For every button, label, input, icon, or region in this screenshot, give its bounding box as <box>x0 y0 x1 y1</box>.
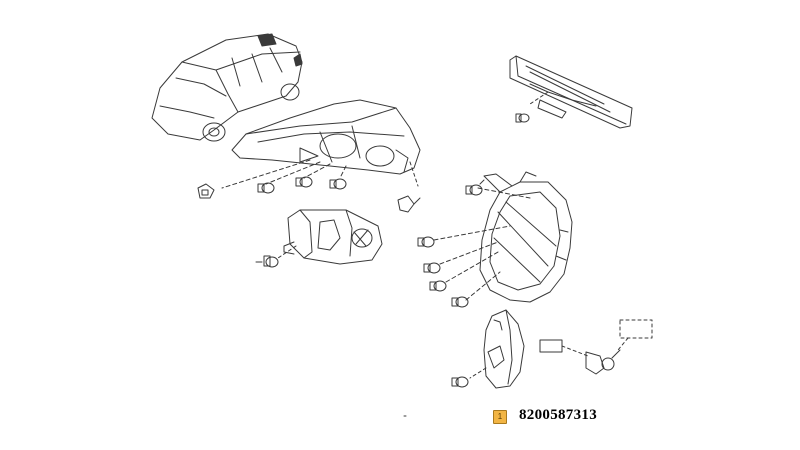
bulb-connector-detail <box>539 319 653 375</box>
car-illustration <box>151 33 303 142</box>
connector-icon <box>397 195 421 213</box>
rear-lamp-bulbs <box>197 159 421 213</box>
bulb-icon <box>257 182 275 194</box>
bulb-icon <box>429 280 447 292</box>
housing-bulbs <box>417 179 531 308</box>
part-number-label[interactable]: 8200587313 <box>519 407 597 423</box>
bulb-icon <box>465 179 485 196</box>
bulb-icon <box>585 349 621 375</box>
bulb-icon <box>451 296 469 308</box>
repeater-lamp <box>451 309 525 389</box>
fog-lamp <box>255 209 383 268</box>
rear-lamp-assembly <box>231 99 421 187</box>
bulb-icon <box>329 178 347 190</box>
bulb-icon <box>451 376 469 388</box>
bulb-icon <box>295 176 313 188</box>
part-reference-badge[interactable]: 1 <box>493 410 507 424</box>
bulb-icon <box>197 183 215 199</box>
side-lamp-housing <box>479 171 573 303</box>
third-brake-light <box>509 55 633 129</box>
bulb-icon <box>423 262 441 274</box>
bulb-icon <box>515 113 530 123</box>
bulb-icon <box>255 255 279 268</box>
bulb-icon <box>417 236 435 248</box>
